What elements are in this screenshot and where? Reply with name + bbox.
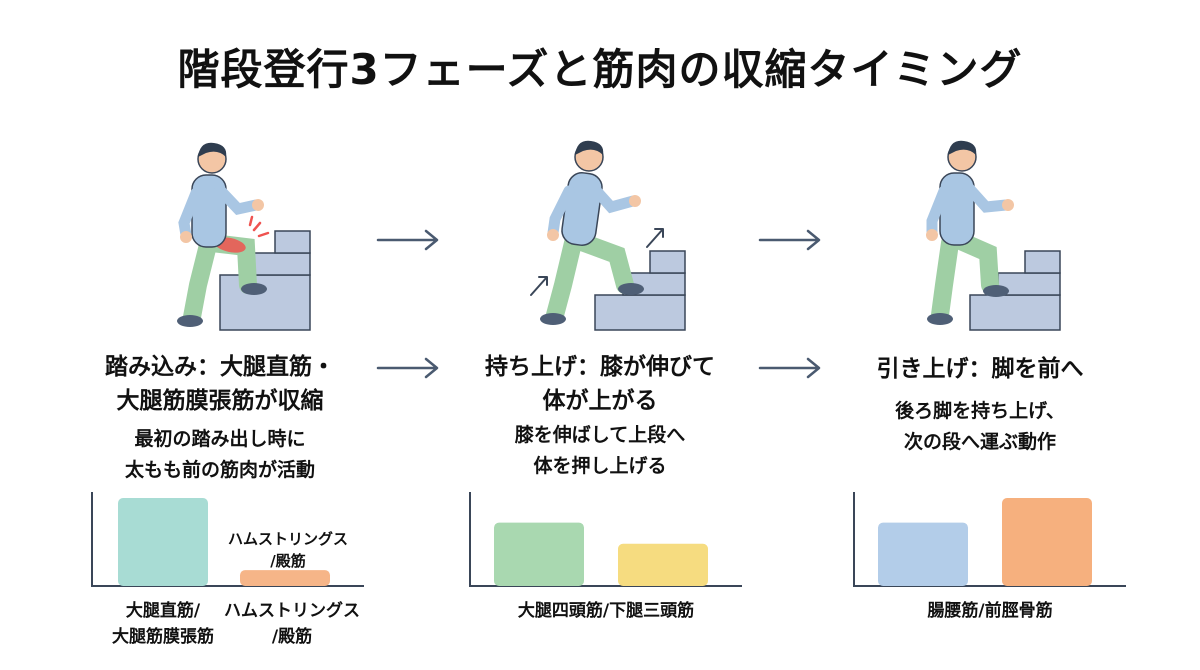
hair (948, 140, 977, 155)
hand (1002, 199, 1014, 211)
desc-line: 体を押し上げる (533, 455, 667, 477)
phase-2-description: 膝を伸ばして上段へ 体を押し上げる (420, 420, 780, 482)
desc-line: 最初の踏み出し時に (134, 428, 306, 450)
heading-line: 引き上げ：脚を前へ (876, 356, 1084, 382)
heading-line: 踏み込み：大腿直筋・ (105, 354, 335, 380)
chart-group-label: 腸腰筋/前脛骨筋 (927, 601, 1053, 621)
hand (252, 199, 264, 211)
front-leg (570, 232, 634, 294)
stairs (969, 294, 1061, 331)
category-label-line: 大腿筋膜張筋 (112, 627, 214, 647)
arrow-right-icon (376, 357, 439, 379)
bar-1 (878, 522, 968, 586)
shoe (983, 285, 1009, 297)
hair (575, 140, 604, 155)
phase-3-heading: 引き上げ：脚を前へ (800, 352, 1160, 386)
shoe (927, 313, 953, 325)
stair-climber-stepping-icon (177, 142, 311, 331)
stair-climber-pulling-icon (926, 140, 1061, 331)
desc-line: 後ろ脚を持ち上げ、 (895, 400, 1065, 422)
muscle-activity-chart-1 (91, 492, 364, 587)
arrow-right-icon (758, 357, 821, 379)
desc-line: 次の段へ運ぶ動作 (903, 431, 1056, 453)
arm (214, 184, 262, 216)
category-label-line: 大腿直筋/ (125, 601, 201, 621)
arm (178, 187, 202, 241)
desc-line: 太もも前の筋肉が活動 (124, 459, 315, 481)
shoe (540, 313, 566, 325)
category-label-line: /殿筋 (271, 627, 313, 647)
muscle-activity-chart-3 (853, 492, 1126, 587)
stairs (219, 274, 311, 331)
torso (561, 172, 603, 246)
hand (926, 229, 938, 241)
hand (547, 229, 559, 241)
stair-climber-lifting-icon (530, 140, 686, 331)
shoe (618, 283, 644, 295)
stairs (1024, 250, 1061, 274)
phase-2-heading: 持ち上げ：膝が伸びて 体が上がる (420, 350, 780, 418)
arrow-right-icon (376, 229, 439, 251)
bar-2 (618, 543, 708, 586)
category-label: ハムストリングス /殿筋 (212, 598, 372, 650)
back-leg (183, 236, 217, 326)
arrow-right-icon (758, 229, 821, 251)
bar-2 (240, 570, 330, 586)
chart-group-label: 大腿四頭筋/下腿三頭筋 (517, 601, 695, 621)
phase-1-description: 最初の踏み出し時に 太もも前の筋肉が活動 (40, 424, 400, 486)
arm (962, 181, 1012, 213)
phase-3-description: 後ろ脚を持ち上げ、 次の段へ運ぶ動作 (800, 396, 1160, 458)
category-label: 大腿直筋/ 大腿筋膜張筋 (88, 598, 238, 650)
hand (180, 231, 192, 243)
stairs (594, 294, 686, 331)
phase-1-heading: 踏み込み：大腿直筋・ 大腿筋膜張筋が収縮 (40, 350, 400, 418)
up-arrow (646, 228, 664, 248)
bar-annotation-line: ハムストリングス (227, 530, 348, 548)
muscle-activity-chart-2 (469, 492, 742, 587)
shoe (241, 283, 267, 295)
back-leg (546, 234, 582, 324)
page-title: 階段登行3フェーズと筋肉の収縮タイミング (177, 45, 1023, 94)
arm (547, 185, 575, 239)
bar-annotation-line: /殿筋 (270, 552, 306, 570)
heading-line: 持ち上げ：膝が伸びて (485, 354, 715, 380)
up-arrow (530, 276, 548, 296)
shoe (177, 315, 203, 327)
stairs (274, 230, 311, 254)
category-label-line: ハムストリングス (224, 601, 360, 621)
hand (629, 195, 641, 207)
bar-2 (1002, 498, 1092, 586)
stairs (247, 252, 311, 276)
hair (198, 142, 227, 157)
back-leg (931, 234, 959, 324)
bar-annotation: ハムストリングス /殿筋 (208, 528, 368, 572)
heading-line: 体が上がる (542, 388, 658, 414)
activation-marks (248, 215, 270, 238)
arm (587, 181, 639, 214)
bar-1 (494, 522, 584, 586)
stairs (649, 250, 686, 274)
bar-1 (118, 498, 208, 586)
front-leg (947, 230, 999, 294)
desc-line: 膝を伸ばして上段へ (514, 424, 686, 446)
heading-line: 大腿筋膜張筋が収縮 (116, 388, 324, 414)
